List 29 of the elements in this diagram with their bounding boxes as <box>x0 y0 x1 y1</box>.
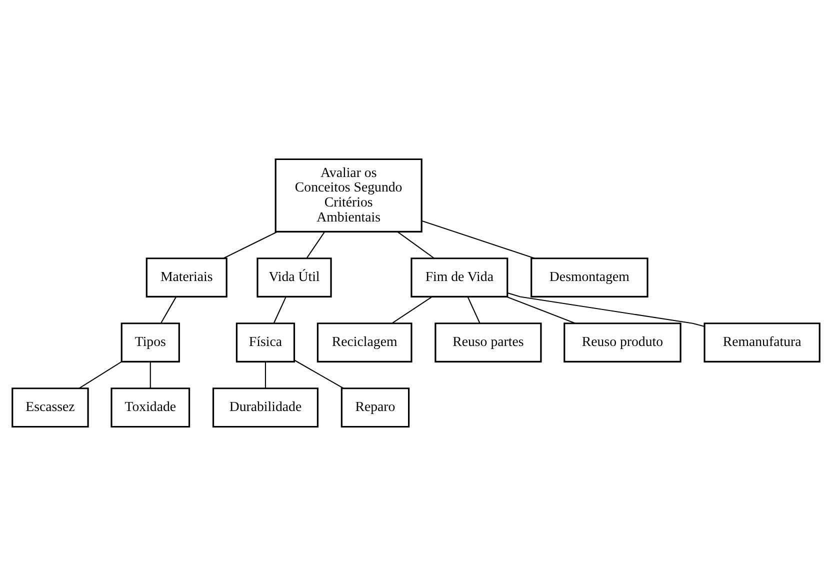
node-box: Escassez <box>12 387 89 428</box>
connector <box>150 361 151 388</box>
connector <box>467 296 480 323</box>
node-box: Fim de Vida <box>410 257 508 298</box>
connector <box>422 220 535 258</box>
node-box: Toxidade <box>110 387 190 428</box>
connector <box>397 230 434 258</box>
node-box: Durabilidade <box>212 387 318 428</box>
node-box: Reuso partes <box>434 322 542 362</box>
connector <box>78 360 122 388</box>
connector <box>392 296 432 324</box>
node-box: Reciclagem <box>316 322 412 362</box>
connector <box>160 296 177 323</box>
node-box: Vida Útil <box>256 257 332 298</box>
node-box: Avaliar os Conceitos Segundo Critérios Ambientais <box>274 158 422 232</box>
node-box: Remanufatura <box>704 322 820 362</box>
connector <box>507 292 704 326</box>
connector <box>273 296 286 323</box>
node-box: Reparo <box>340 387 410 428</box>
node-box: Física <box>236 322 296 362</box>
node-box: Materiais <box>146 257 228 298</box>
node-box: Desmontagem <box>530 257 648 298</box>
connector <box>306 231 326 258</box>
connector <box>294 359 344 388</box>
connector <box>223 230 278 258</box>
node-box: Reuso produto <box>564 322 682 362</box>
node-box: Tipos <box>120 322 180 362</box>
connector <box>264 361 266 388</box>
connector <box>506 296 576 324</box>
